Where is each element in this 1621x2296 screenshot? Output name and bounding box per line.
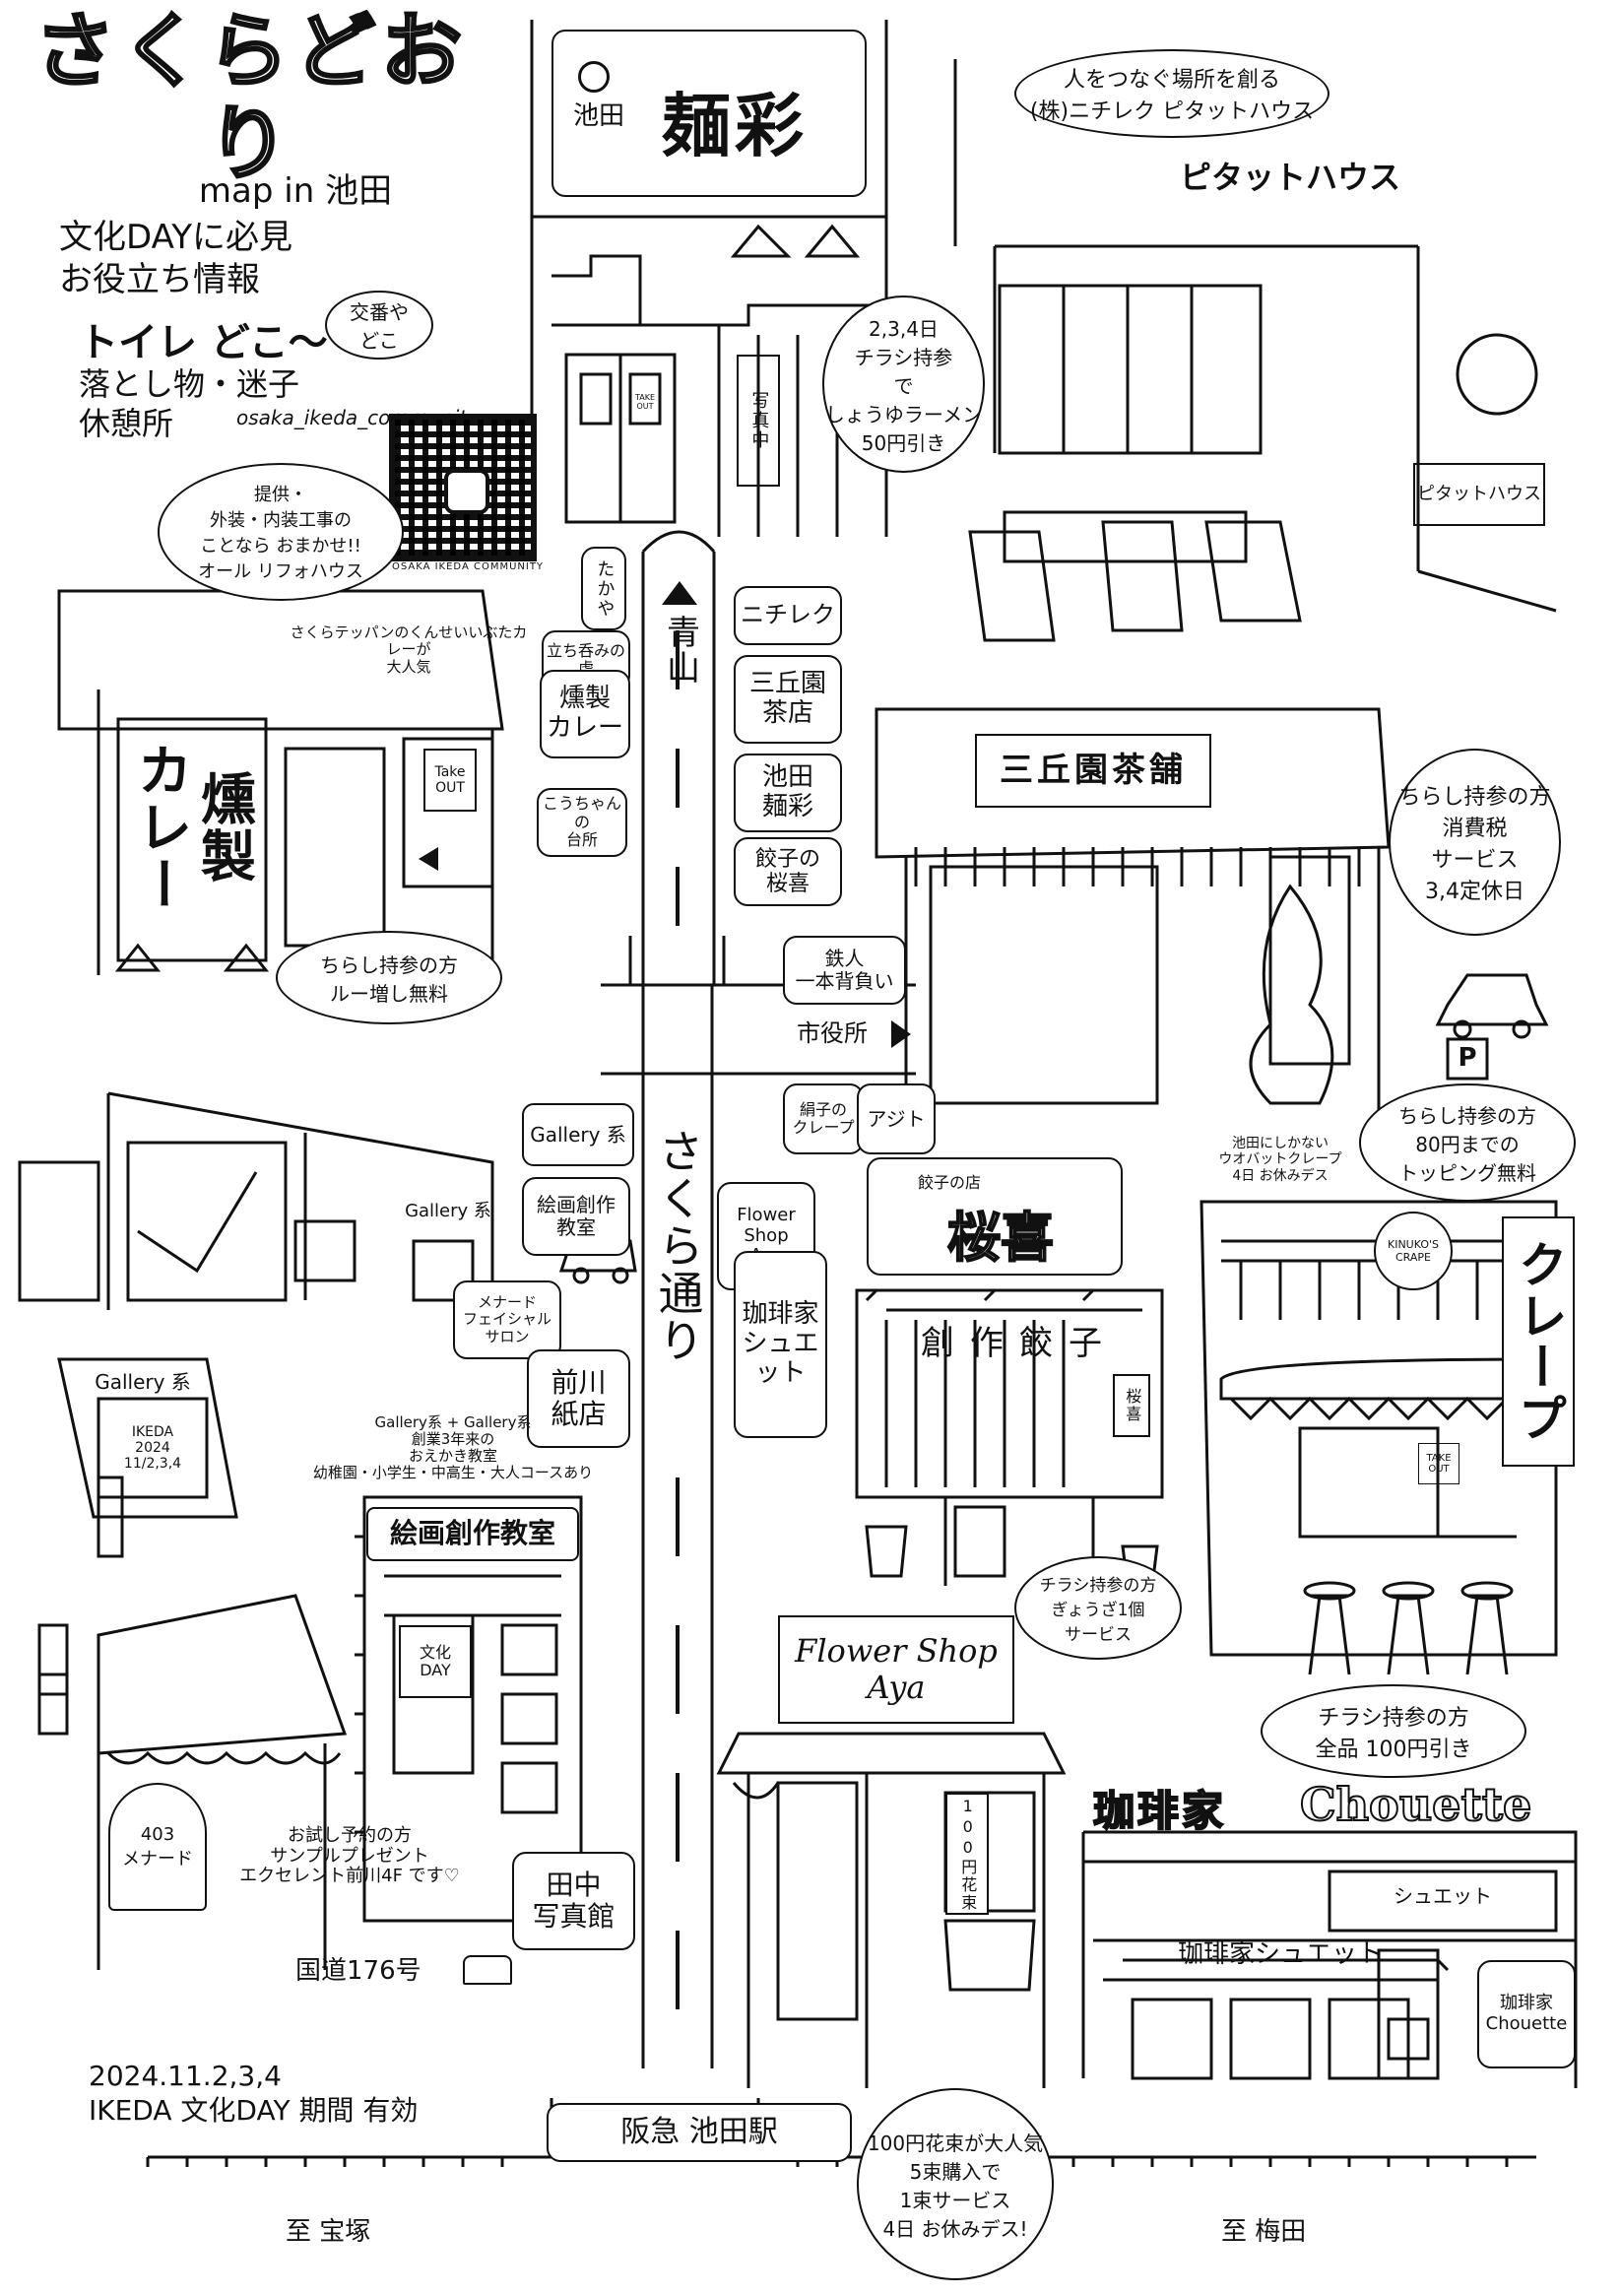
gallery-note: Gallery系 + Gallery系 創業3年来の おえかき教室 幼稚園・小学… bbox=[312, 1412, 594, 1482]
sponsor-bubble: 提供・ 外装・内装工事の ことなら おまかせ!! オール リフォハウス bbox=[158, 463, 404, 601]
tag-ajito[interactable]: アジト bbox=[857, 1083, 936, 1154]
mensai-note: 写真中 bbox=[737, 355, 780, 487]
qr-caption: OSAKA IKEDA COMMUNITY bbox=[391, 561, 545, 572]
crepe-takeout: TAKE OUT bbox=[1418, 1443, 1459, 1484]
flower-promo-bubble: 100円花束が大人気 5束購入で 1束サービス 4日 お休みデス! bbox=[857, 2088, 1054, 2280]
kunsei-takeout: Take OUT bbox=[423, 749, 477, 812]
tag-kunsei[interactable]: 燻製 カレー bbox=[540, 670, 630, 758]
tag-kouchan[interactable]: こうちゃんの 台所 bbox=[537, 788, 627, 857]
chouette-board: 珈琲家 Chouette bbox=[1477, 1960, 1576, 2068]
validity-period: 2024.11.2,3,4 IKEDA 文化DAY 期間 有効 bbox=[89, 2060, 419, 2127]
pitat-side-sign: ピタットハウス bbox=[1413, 463, 1545, 526]
lost-and-found-text: 落とし物・迷子 bbox=[79, 365, 300, 403]
koban-bubble: 交番や どこ bbox=[325, 291, 433, 360]
kunsei-note: さくらテッパンのくんせいいぶたカレーが 大人気 bbox=[290, 623, 528, 676]
gyoza-sign-name: 桜喜 bbox=[946, 1206, 1055, 1270]
kunsei-big-sign: 燻製 カレー bbox=[128, 742, 257, 913]
kaiga-window: 文化 DAY bbox=[399, 1625, 472, 1698]
mensai-logo-icon bbox=[578, 61, 610, 93]
pitat-tagline-bubble: 人をつなぐ場所を創る (株)ニチレク ピタットハウス bbox=[1014, 49, 1329, 138]
north-arrow: 青山 bbox=[660, 615, 700, 686]
tag-mikaen[interactable]: 三丘園 茶店 bbox=[734, 655, 842, 744]
mensai-sign-name: 麺彩 bbox=[662, 86, 808, 166]
menard-door: 403 メナード bbox=[108, 1783, 207, 1911]
gyoza-sign: 餃子の店 桜喜 bbox=[867, 1157, 1123, 1276]
chouette-sub: シュエット bbox=[1394, 1883, 1492, 1908]
parking-sign: P bbox=[1458, 1043, 1477, 1074]
city-hall-arrow-icon bbox=[891, 1020, 911, 1048]
gallery-sign: Gallery 系 bbox=[405, 1200, 491, 1221]
crepe-badge: KINUKO'S CRAPE bbox=[1374, 1212, 1453, 1290]
chouette-sign-jp: 珈琲家 bbox=[1092, 1786, 1227, 1836]
map-subtitle: map in 池田 bbox=[198, 171, 393, 212]
flower-sign: Flower Shop Aya bbox=[778, 1615, 1014, 1724]
tag-tetsujin[interactable]: 鉄人 一本背負い bbox=[783, 936, 906, 1005]
rest-area-text: 休憩所 bbox=[79, 405, 174, 442]
crepe-note: 池田にしかない ウオバットクレープ 4日 お休みデス bbox=[1218, 1136, 1342, 1184]
tag-takaya[interactable]: たかや bbox=[581, 547, 626, 630]
crepe-promo-bubble: ちらし持参の方 80円までの トッピング無料 bbox=[1359, 1083, 1576, 1202]
tag-maekawa[interactable]: 前川 紙店 bbox=[527, 1349, 630, 1448]
mensai-takeout: TAKE OUT bbox=[634, 392, 656, 411]
gyoza-banner: 創作餃子 bbox=[921, 1324, 1118, 1364]
tag-gallery[interactable]: Gallery 系 bbox=[522, 1103, 634, 1166]
gyoza-side-sign: 桜喜 bbox=[1113, 1374, 1150, 1437]
instagram-icon bbox=[444, 469, 489, 514]
tag-tanaka[interactable]: 田中 写真館 bbox=[512, 1852, 635, 1950]
gyoza-promo-bubble: チラシ持参の方 ぎょうざ1個 サービス bbox=[1014, 1556, 1182, 1660]
station-label[interactable]: 阪急 池田駅 bbox=[547, 2103, 852, 2162]
gyoza-sign-small: 餃子の店 bbox=[918, 1173, 982, 1192]
road-176: 国道176号 bbox=[295, 1956, 421, 1986]
kunsei-promo-bubble: ちらし持参の方 ルー増し無料 bbox=[276, 931, 502, 1024]
tag-kaiga[interactable]: 絵画創作 教室 bbox=[522, 1177, 630, 1256]
pitat-sign: ピタットハウス bbox=[1179, 158, 1400, 196]
gallery-board-title: Gallery 系 bbox=[95, 1369, 191, 1394]
mensai-promo-bubble: 2,3,4日 チラシ持参 で しょうゆラーメン 50円引き bbox=[822, 295, 985, 473]
mensai-sign-small: 池田 bbox=[573, 101, 625, 131]
direction-west: 至 宝塚 bbox=[286, 2217, 371, 2247]
chouette-promo-bubble: チラシ持参の方 全品 100円引き bbox=[1261, 1684, 1526, 1778]
tag-kinuko[interactable]: 絹子の クレープ bbox=[783, 1083, 864, 1154]
kaiga-sign: 絵画創作教室 bbox=[366, 1507, 579, 1561]
tag-menard[interactable]: メナード フェイシャル サロン bbox=[453, 1280, 561, 1359]
mikaen-promo-bubble: ちらし持参の方 消費税 サービス 3,4定休日 bbox=[1389, 749, 1561, 936]
qr-code[interactable] bbox=[389, 414, 537, 561]
chouette-sign-en: Chouette bbox=[1299, 1777, 1532, 1832]
flower-tag: 100円花束 bbox=[945, 1793, 989, 1915]
mikaen-sign: 三丘園茶舗 bbox=[975, 734, 1211, 808]
tag-flower[interactable]: Flower Shop Aya bbox=[717, 1182, 815, 1290]
map-title: さくらどおり bbox=[32, 4, 468, 193]
menard-promo: お試し予約の方 サンプルプレゼント エクセレント前川4F です♡ bbox=[239, 1824, 460, 1887]
city-hall-label[interactable]: 市役所 bbox=[797, 1019, 868, 1048]
gallery-board-sub: IKEDA 2024 11/2,3,4 bbox=[123, 1423, 182, 1473]
main-street-name: さくら通り bbox=[651, 1128, 705, 1364]
intro-text: 文化DAYに必見 お役立ち情報 bbox=[59, 218, 292, 299]
toilet-text: トイレ どこ〜 bbox=[79, 320, 328, 365]
mensai-sign: 池田 麺彩 bbox=[551, 30, 867, 197]
crepe-vertical-sign: クレープ bbox=[1502, 1216, 1575, 1467]
tag-coffee[interactable]: 珈琲家 シュエット bbox=[734, 1251, 827, 1438]
tag-nichireku[interactable]: ニチレク bbox=[734, 586, 842, 645]
chouette-awning: 珈琲家シュエット bbox=[1177, 1939, 1383, 1970]
direction-east: 至 梅田 bbox=[1221, 2217, 1307, 2247]
kunsei-arrow-icon bbox=[419, 847, 438, 871]
car-icon bbox=[463, 1955, 512, 1985]
north-arrow-icon bbox=[662, 581, 697, 605]
tag-mensai[interactable]: 池田 麺彩 bbox=[734, 754, 842, 832]
tag-gyoza[interactable]: 餃子の 桜喜 bbox=[734, 837, 842, 906]
